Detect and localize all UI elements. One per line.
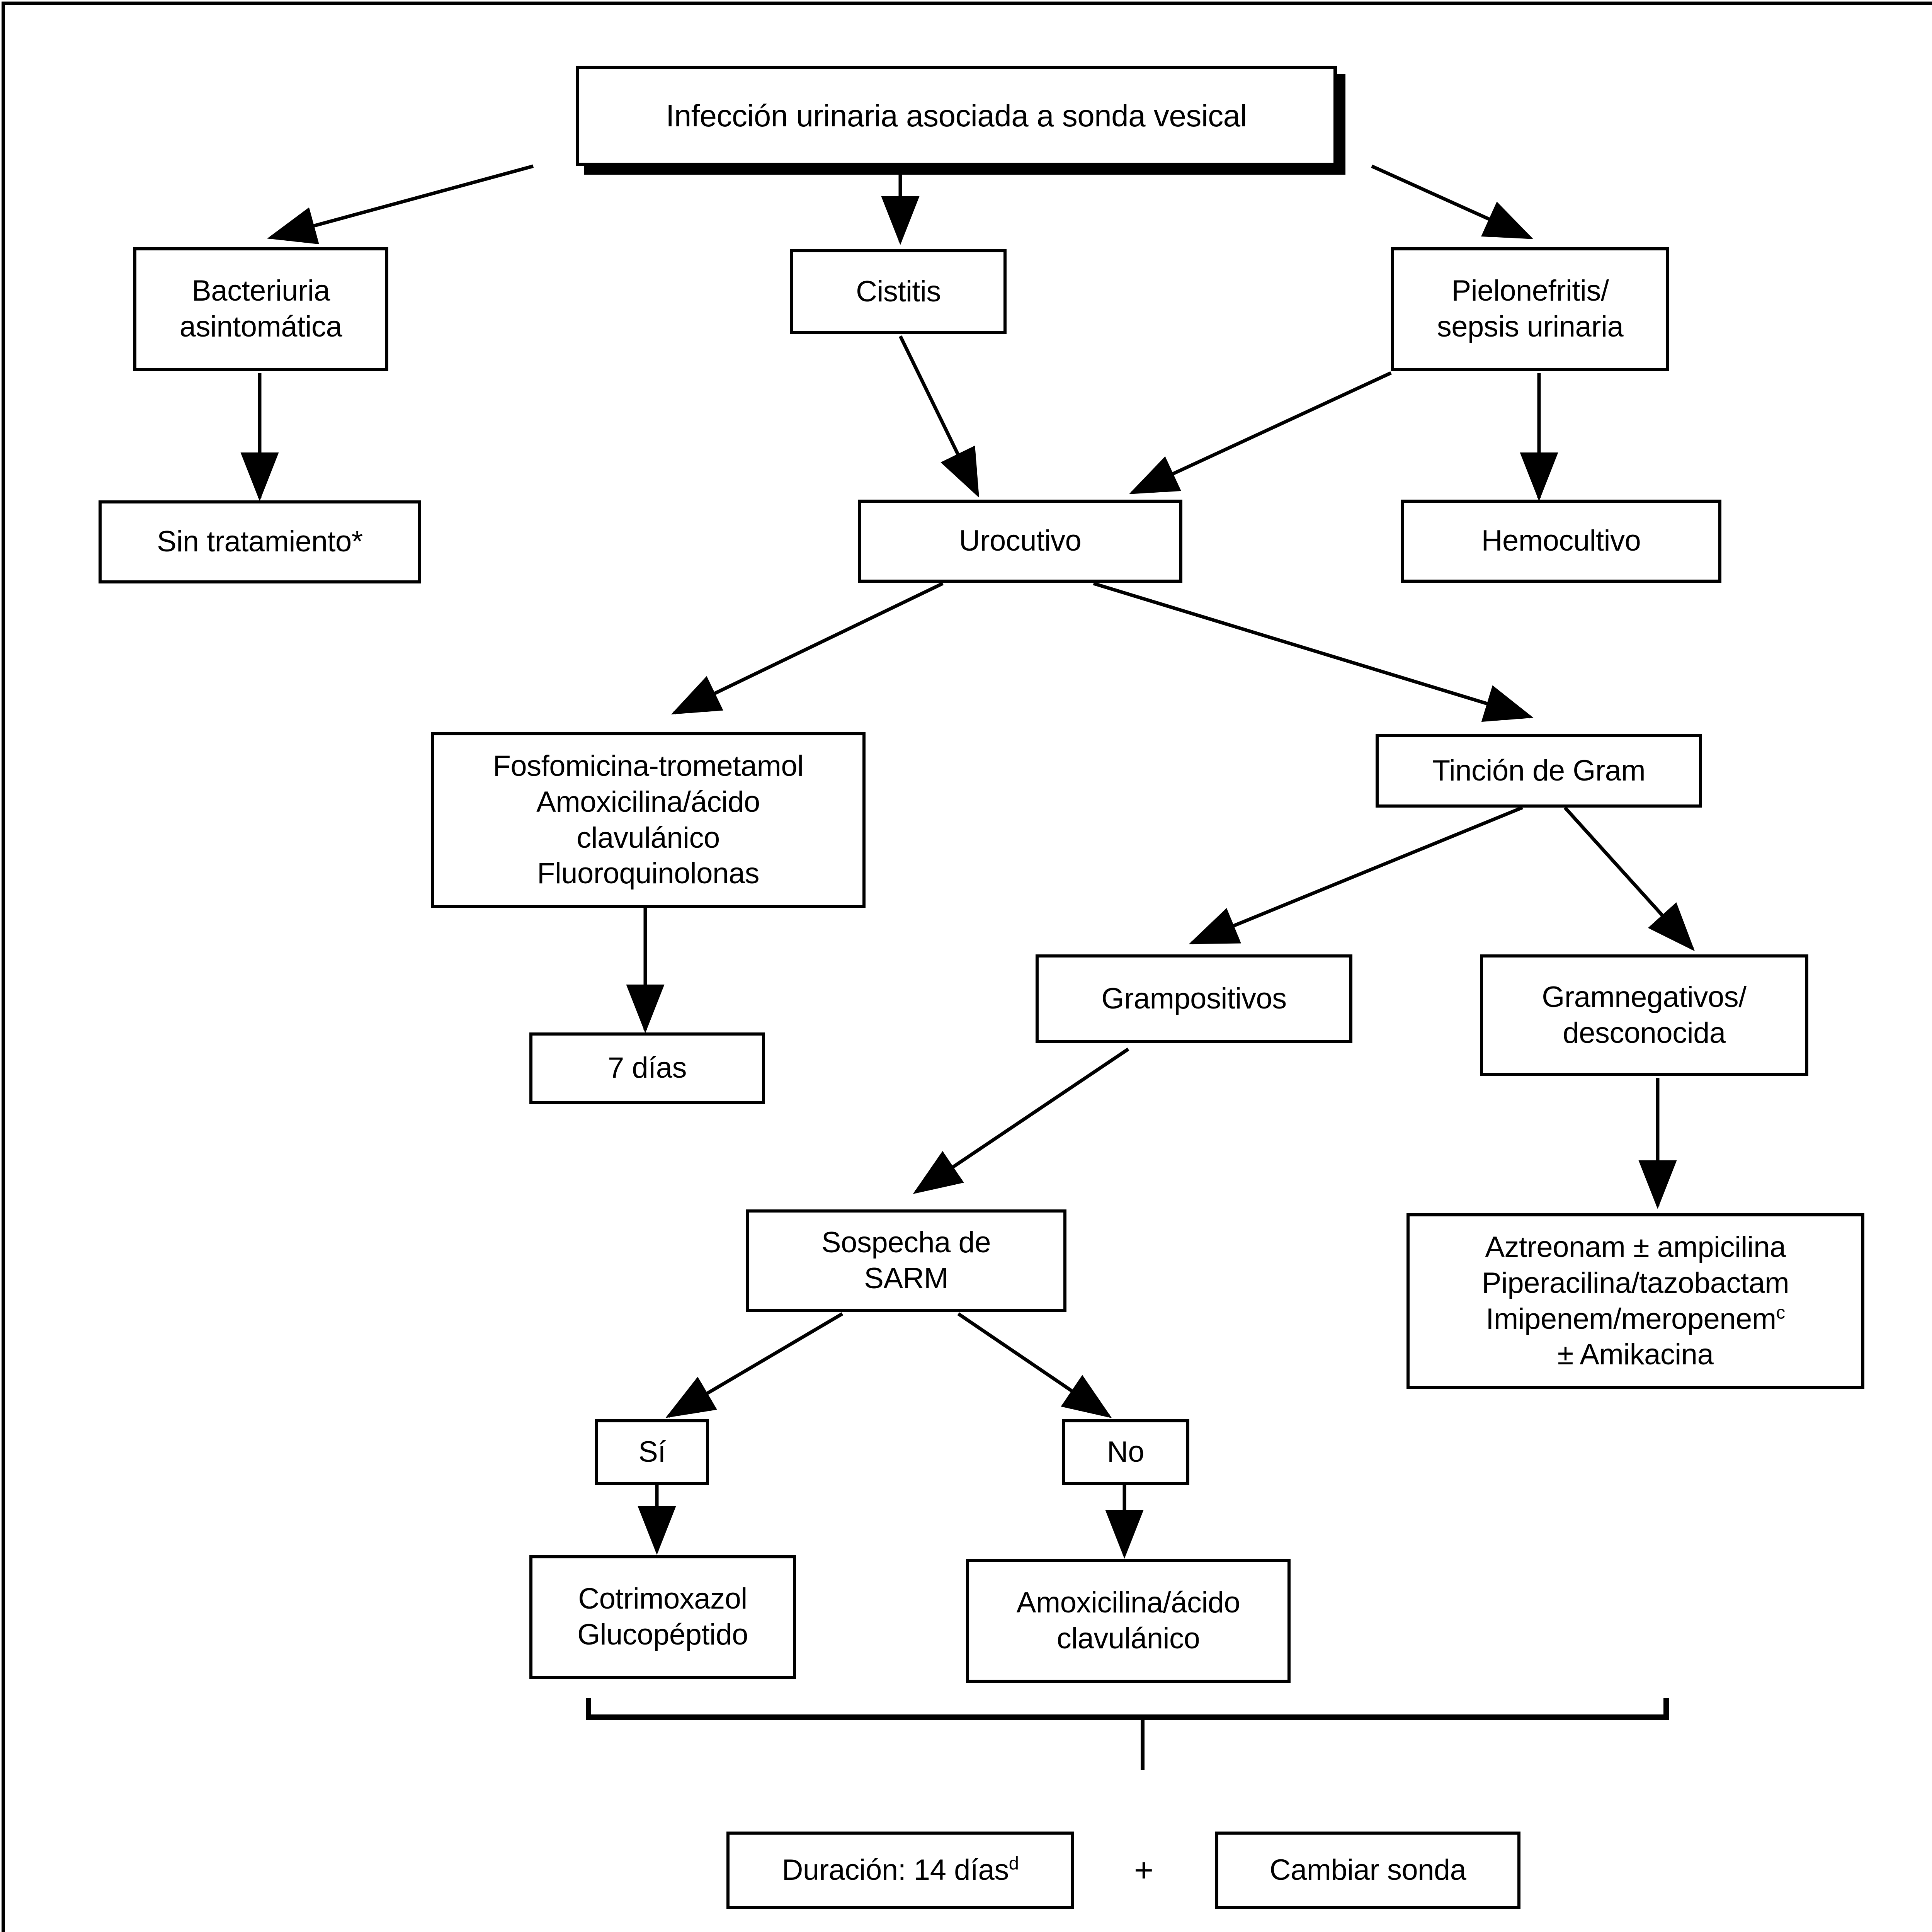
node-sospecha-sarm-line-0: Sospecha de	[821, 1226, 991, 1259]
node-duracion-line-0: Duración: 14 díasd	[782, 1853, 1019, 1886]
node-cambiar-sonda[interactable]: Cambiar sonda	[1215, 1832, 1520, 1909]
node-si[interactable]: Sí	[595, 1419, 709, 1485]
node-root[interactable]: Infección urinaria asociada a sonda vesi…	[576, 66, 1337, 166]
plus-connector: +	[1134, 1852, 1154, 1889]
node-tratamiento-cistitis[interactable]: Fosfomicina-trometamol Amoxicilina/ácido…	[431, 732, 866, 908]
node-tratamiento-cistitis-line-3: Fluoroquinolonas	[537, 857, 760, 890]
node-tratamiento-cistitis-line-2: clavulánico	[577, 821, 720, 854]
node-pielonefritis-line-0: Pielonefritis/	[1451, 274, 1609, 308]
node-tratamiento-cistitis-line-0: Fosfomicina-trometamol	[493, 750, 804, 783]
node-no-lines: No	[1070, 1434, 1181, 1470]
node-sospecha-sarm-lines: Sospecha de SARM	[754, 1225, 1058, 1296]
node-sospecha-sarm[interactable]: Sospecha de SARM	[746, 1209, 1066, 1312]
node-tincion-gram[interactable]: Tinción de Gram	[1376, 734, 1702, 808]
node-tratamiento-gramnegativos-line-1: Piperacilina/tazobactam	[1481, 1266, 1789, 1299]
node-tratamiento-sarm-si[interactable]: Cotrimoxazol Glucopéptido	[529, 1555, 796, 1679]
node-7-dias-lines: 7 días	[538, 1050, 757, 1086]
node-sin-tratamiento-lines: Sin tratamiento*	[107, 524, 413, 560]
node-bacteriuria-lines: Bacteriuria asintomática	[142, 273, 380, 345]
node-cistitis-lines: Cistitis	[799, 274, 998, 310]
node-tratamiento-gramnegativos[interactable]: Aztreonam ± ampicilina Piperacilina/tazo…	[1406, 1213, 1864, 1389]
node-cistitis-line-0: Cistitis	[856, 275, 941, 308]
node-tratamiento-sarm-no-lines: Amoxicilina/ácido clavulánico	[975, 1585, 1282, 1656]
node-no-line-0: No	[1107, 1435, 1145, 1468]
node-sin-tratamiento[interactable]: Sin tratamiento*	[99, 500, 421, 583]
node-sin-tratamiento-line-0: Sin tratamiento*	[157, 525, 363, 558]
node-hemocultivo-lines: Hemocultivo	[1409, 523, 1713, 559]
node-7-dias-line-0: 7 días	[607, 1051, 687, 1085]
node-si-line-0: Sí	[638, 1435, 666, 1468]
node-no[interactable]: No	[1062, 1419, 1189, 1485]
node-tratamiento-sarm-si-lines: Cotrimoxazol Glucopéptido	[538, 1581, 787, 1653]
node-tratamiento-gramnegativos-line-3: ± Amikacina	[1557, 1338, 1714, 1371]
node-bacteriuria-line-0: Bacteriuria	[192, 274, 330, 308]
node-pielonefritis-line-1: sepsis urinaria	[1437, 310, 1624, 343]
node-hemocultivo-line-0: Hemocultivo	[1481, 524, 1641, 558]
node-cambiar-sonda-lines: Cambiar sonda	[1224, 1852, 1512, 1888]
node-grampositivos-line-0: Grampositivos	[1101, 982, 1287, 1015]
node-bacteriuria-line-1: asintomática	[179, 310, 342, 343]
node-cistitis[interactable]: Cistitis	[790, 249, 1007, 334]
node-tratamiento-sarm-si-line-0: Cotrimoxazol	[578, 1582, 747, 1616]
node-urocultivo-line-0: Urocutivo	[959, 524, 1082, 558]
node-root-lines: Infección urinaria asociada a sonda vesi…	[585, 97, 1328, 135]
node-duracion[interactable]: Duración: 14 díasd	[726, 1832, 1074, 1909]
node-gramnegativos-line-0: Gramnegativos/	[1542, 980, 1747, 1014]
node-bacteriuria[interactable]: Bacteriuria asintomática	[133, 247, 388, 371]
node-gramnegativos-lines: Gramnegativos/ desconocida	[1488, 980, 1800, 1051]
node-si-lines: Sí	[604, 1434, 701, 1470]
node-tratamiento-sarm-no-line-1: clavulánico	[1056, 1622, 1200, 1655]
node-tratamiento-cistitis-line-1: Amoxicilina/ácido	[536, 785, 760, 818]
node-tratamiento-gramnegativos-line-2: Imipenem/meropenemc	[1486, 1302, 1785, 1335]
node-duracion-lines: Duración: 14 díasd	[735, 1852, 1066, 1888]
node-urocultivo[interactable]: Urocutivo	[858, 500, 1182, 583]
node-root-line-0: Infección urinaria asociada a sonda vesi…	[666, 99, 1247, 133]
node-pielonefritis-lines: Pielonefritis/ sepsis urinaria	[1400, 273, 1661, 345]
node-tratamiento-sarm-si-line-1: Glucopéptido	[577, 1618, 748, 1651]
node-tratamiento-gramnegativos-lines: Aztreonam ± ampicilina Piperacilina/tazo…	[1415, 1230, 1856, 1373]
node-tratamiento-sarm-no-line-0: Amoxicilina/ácido	[1016, 1586, 1240, 1619]
node-grampositivos-lines: Grampositivos	[1044, 981, 1344, 1017]
node-cambiar-sonda-line-0: Cambiar sonda	[1269, 1853, 1466, 1886]
node-tratamiento-sarm-no[interactable]: Amoxicilina/ácido clavulánico	[966, 1559, 1291, 1683]
node-sospecha-sarm-line-1: SARM	[864, 1262, 948, 1295]
node-tratamiento-gramnegativos-line-0: Aztreonam ± ampicilina	[1485, 1231, 1786, 1264]
node-grampositivos[interactable]: Grampositivos	[1036, 954, 1352, 1043]
node-urocultivo-lines: Urocutivo	[866, 523, 1174, 559]
node-gramnegativos[interactable]: Gramnegativos/ desconocida	[1480, 954, 1808, 1076]
node-tincion-gram-lines: Tinción de Gram	[1384, 753, 1694, 789]
node-tratamiento-cistitis-lines: Fosfomicina-trometamol Amoxicilina/ácido…	[439, 748, 857, 892]
node-pielonefritis[interactable]: Pielonefritis/ sepsis urinaria	[1391, 247, 1669, 371]
node-7-dias[interactable]: 7 días	[529, 1032, 765, 1104]
node-hemocultivo[interactable]: Hemocultivo	[1401, 500, 1721, 583]
node-tincion-gram-line-0: Tinción de Gram	[1432, 754, 1646, 787]
node-gramnegativos-line-1: desconocida	[1563, 1016, 1726, 1049]
